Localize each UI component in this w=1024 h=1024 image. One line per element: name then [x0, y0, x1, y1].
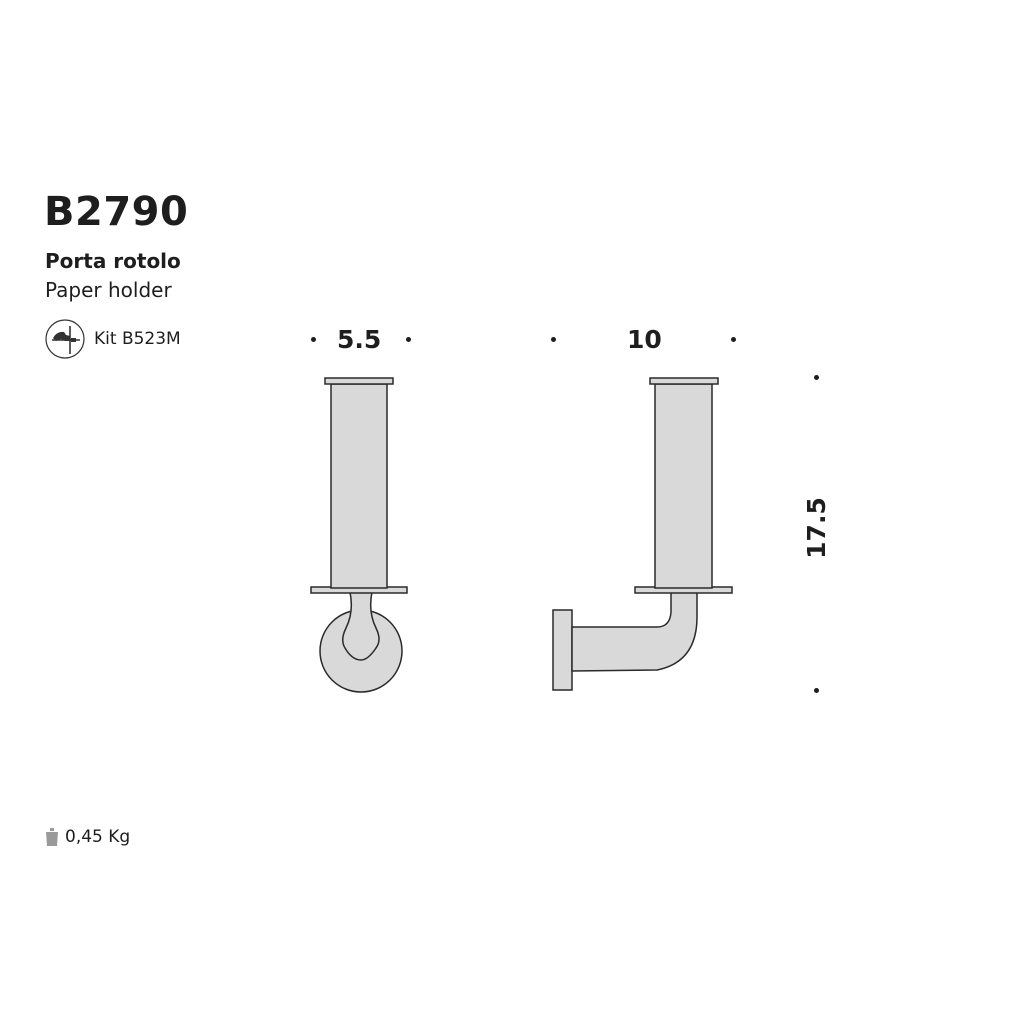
dimension-dot	[814, 375, 819, 380]
product-name-italian: Porta rotolo	[45, 249, 181, 273]
dimension-dot	[311, 337, 316, 342]
product-name-english: Paper holder	[45, 278, 172, 302]
kit-label: Kit B523M	[94, 329, 181, 349]
wall-fixing-kit-icon	[45, 319, 85, 359]
kit-info: Kit B523M	[44, 318, 181, 360]
front-view-drawing	[310, 377, 408, 693]
weight-info: 0,45 Kg	[45, 824, 130, 850]
dimension-dot	[406, 337, 411, 342]
dimension-side-depth: 10	[627, 325, 662, 354]
dimension-front-width: 5.5	[337, 325, 382, 354]
dimension-dot	[814, 688, 819, 693]
dimension-dot	[731, 337, 736, 342]
dimension-dot	[551, 337, 556, 342]
side-view-drawing	[552, 377, 733, 691]
weight-icon	[46, 828, 58, 846]
weight-label: 0,45 Kg	[65, 827, 131, 847]
product-code: B2790	[44, 189, 189, 235]
